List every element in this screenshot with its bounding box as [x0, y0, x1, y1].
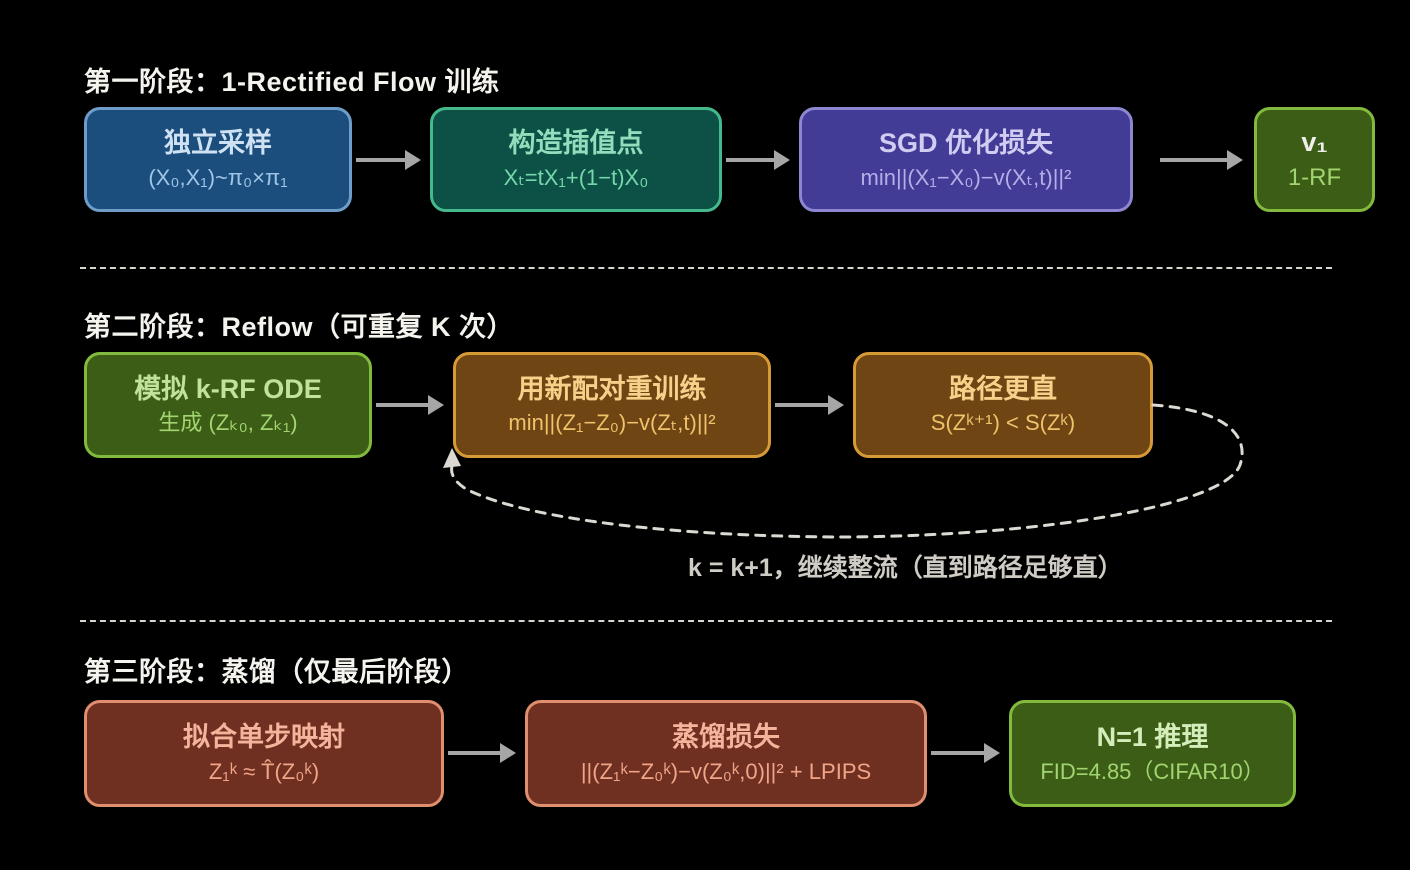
- flow-arrow-icon: [448, 743, 516, 763]
- box-formula: ||(Z₁ᵏ−Z₀ᵏ)−v(Z₀ᵏ,0)||² + LPIPS: [580, 758, 872, 784]
- box-formula: S(Zᵏ⁺¹) < S(Zᵏ): [930, 410, 1076, 436]
- stage3-title: 第三阶段：蒸馏（仅最后阶段）: [84, 657, 469, 687]
- box-formula: min||(Z₁−Z₀)−v(Zₜ,t)||²: [508, 410, 716, 436]
- flow-arrow-icon: [376, 395, 444, 415]
- box-formula: Z₁ᵏ ≈ T̂(Z₀ᵏ): [208, 758, 320, 784]
- box-title: 构造插值点: [508, 128, 644, 159]
- flow-arrow-icon: [775, 395, 844, 415]
- box-formula: min||(X₁−X₀)−v(Xₜ,t)||²: [860, 164, 1072, 190]
- box-title: 蒸馏损失: [672, 722, 780, 753]
- stage-divider: [80, 620, 1332, 622]
- box-result: FID=4.85（CIFAR10）: [1040, 758, 1265, 784]
- flow-box-distillation-loss: 蒸馏损失 ||(Z₁ᵏ−Z₀ᵏ)−v(Z₀ᵏ,0)||² + LPIPS: [525, 700, 927, 807]
- flow-arrow-icon: [356, 150, 421, 170]
- flow-box-n1-inference: N=1 推理 FID=4.85（CIFAR10）: [1009, 700, 1296, 807]
- box-formula: Xₜ=tX₁+(1−t)X₀: [503, 164, 649, 190]
- box-title: 拟合单步映射: [183, 722, 345, 753]
- flow-arrow-icon: [1160, 150, 1243, 170]
- flow-box-simulate-ode: 模拟 k-RF ODE 生成 (Zₖ₀, Zₖ₁): [84, 352, 372, 458]
- flow-box-straighter-paths: 路径更直 S(Zᵏ⁺¹) < S(Zᵏ): [853, 352, 1153, 458]
- box-title: 模拟 k-RF ODE: [134, 373, 322, 404]
- box-title: SGD 优化损失: [878, 128, 1053, 159]
- box-title: 路径更直: [949, 373, 1057, 404]
- flow-arrow-icon: [726, 150, 790, 170]
- box-formula: (X₀,X₁)~π₀×π₁: [148, 164, 288, 190]
- stage1-title: 第一阶段：1-Rectified Flow 训练: [84, 67, 500, 97]
- box-title: 用新配对重训练: [517, 373, 707, 404]
- flow-box-one-step-map: 拟合单步映射 Z₁ᵏ ≈ T̂(Z₀ᵏ): [84, 700, 444, 807]
- flow-box-interpolation: 构造插值点 Xₜ=tX₁+(1−t)X₀: [430, 107, 722, 212]
- box-title: 独立采样: [164, 128, 272, 159]
- stage-divider: [80, 267, 1332, 269]
- box-title: N=1 推理: [1096, 722, 1209, 753]
- flow-box-retrain-new-pairs: 用新配对重训练 min||(Z₁−Z₀)−v(Zₜ,t)||²: [453, 352, 771, 458]
- reflow-loop-label: k = k+1，继续整流（直到路径足够直）: [688, 554, 1123, 582]
- flow-arrow-icon: [931, 743, 1000, 763]
- box-subtitle: 1-RF: [1287, 163, 1342, 191]
- box-title: v₁: [1301, 126, 1328, 157]
- flow-box-sgd-loss: SGD 优化损失 min||(X₁−X₀)−v(Xₜ,t)||²: [799, 107, 1133, 212]
- flow-box-v1-result: v₁ 1-RF: [1254, 107, 1375, 212]
- flow-box-independent-sampling: 独立采样 (X₀,X₁)~π₀×π₁: [84, 107, 352, 212]
- box-formula: 生成 (Zₖ₀, Zₖ₁): [158, 410, 298, 436]
- stage2-title: 第二阶段：Reflow（可重复 K 次）: [84, 312, 515, 342]
